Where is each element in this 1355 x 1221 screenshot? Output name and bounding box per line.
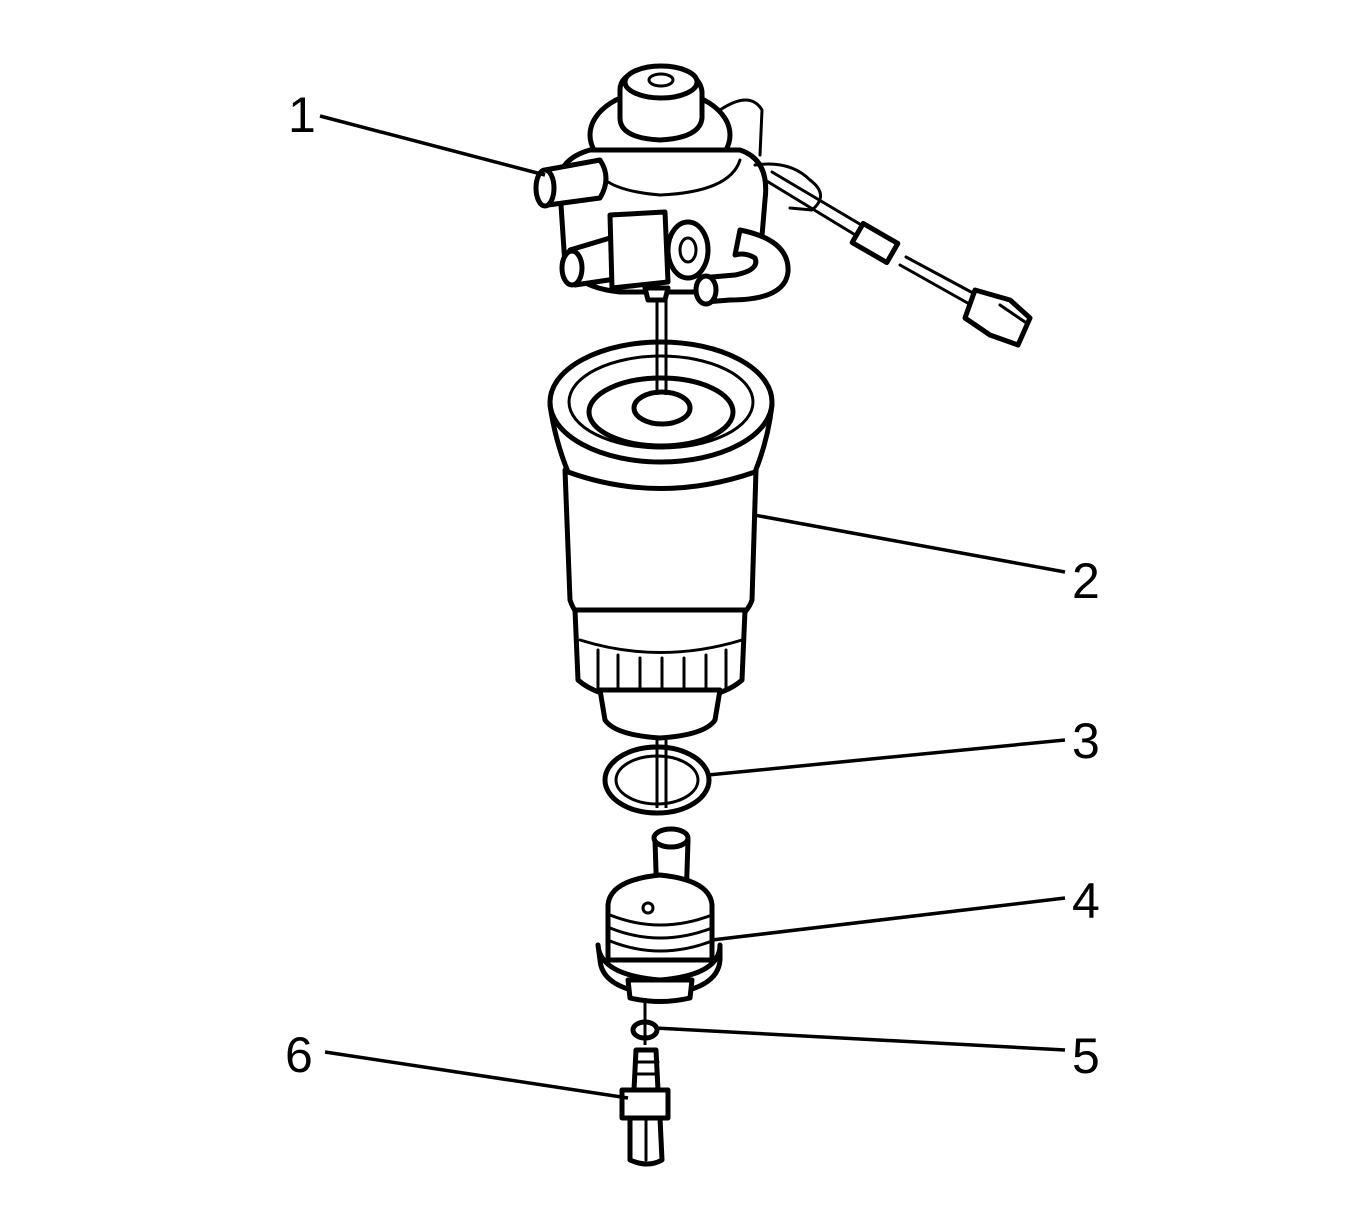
leader-line-1 [319, 114, 546, 177]
callout-label-5: 5 [1072, 1028, 1100, 1084]
fuel-filter-canister [547, 339, 775, 741]
leader-lines [319, 114, 1066, 1100]
drain-plug-housing [595, 826, 723, 1004]
leader-line-5 [654, 1026, 1066, 1052]
leader-line-4 [711, 896, 1066, 942]
assembly-axis-lines [643, 300, 668, 1045]
callout-label-3: 3 [1072, 713, 1100, 769]
callout-label-2: 2 [1072, 553, 1100, 609]
water-sensor-valve [619, 1047, 671, 1167]
callout-label-1: 1 [288, 87, 316, 143]
callout-labels: 1 2 3 4 5 6 [285, 87, 1100, 1084]
leader-line-6 [324, 1050, 629, 1100]
filter-head-assembly [533, 63, 1033, 348]
leader-line-2 [753, 513, 1066, 574]
callout-label-6: 6 [285, 1027, 313, 1083]
leader-line-3 [707, 738, 1066, 777]
callout-label-4: 4 [1072, 873, 1100, 929]
